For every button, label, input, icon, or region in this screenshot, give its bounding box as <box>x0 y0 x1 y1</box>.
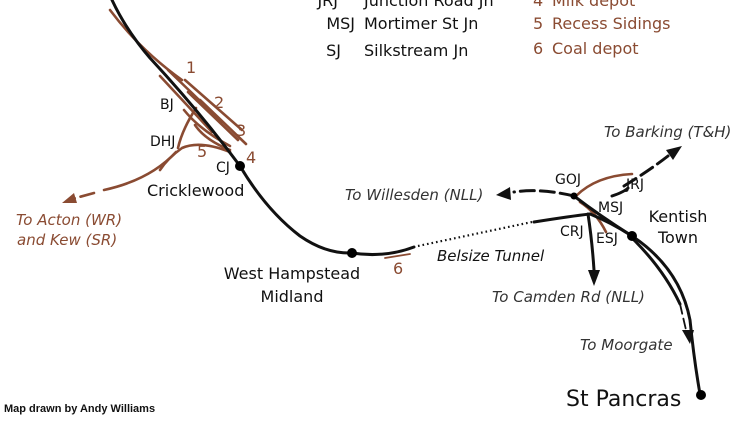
willesden-line <box>512 189 576 198</box>
legend-siding-name-5: Recess Sidings <box>552 14 670 33</box>
station-cricklewood: Cricklewood <box>147 181 244 200</box>
goj-dot <box>570 192 578 200</box>
siding-1 <box>158 74 214 134</box>
moorgate-line <box>632 238 682 306</box>
siding-number-6: 6 <box>393 259 403 278</box>
acton-arrow-icon <box>62 193 77 203</box>
legend-siding-name-4: Milk depot <box>552 0 635 10</box>
junction-msj: MSJ <box>598 200 623 216</box>
brown-line-north <box>108 8 184 82</box>
siding-4 <box>198 98 248 146</box>
junction-bj: BJ <box>160 97 174 113</box>
junction-cj: CJ <box>216 160 230 176</box>
legend-code-jrj: JRJ <box>316 0 338 10</box>
junction-crj: CRJ <box>560 224 584 240</box>
belsize-tunnel-line <box>417 220 533 248</box>
main-lines <box>110 0 702 396</box>
moorgate-line-dash <box>679 303 687 331</box>
legend-code-msj: MSJ <box>326 14 355 33</box>
station-dots <box>235 161 706 400</box>
legend-siding-num-5: 5 <box>533 14 543 33</box>
siding-number-1: 1 <box>186 58 196 77</box>
acton-line <box>102 150 178 192</box>
goj-jrj-curve <box>574 172 634 198</box>
legend-siding-num-4: 4 <box>533 0 543 10</box>
barking-arrow-icon <box>666 146 682 160</box>
siding-bj <box>182 108 232 148</box>
station-labels: Cricklewood West Hampstead Midland Kenti… <box>147 181 707 412</box>
camden-arrow-icon <box>588 270 600 286</box>
legend-name-sj: Silkstream Jn <box>364 41 468 60</box>
dhj-curve-north <box>176 106 198 150</box>
barking-line <box>622 154 670 188</box>
dest-willesden: To Willesden (NLL) <box>345 186 483 204</box>
destination-labels: To Barking (T&H) To Willesden (NLL) To A… <box>16 123 731 354</box>
moorgate-arrow-icon <box>682 330 694 344</box>
midland-main-cricklewood-whm <box>238 164 354 255</box>
station-west-hampstead-sub: Midland <box>261 287 324 306</box>
station-kentish: Kentish <box>649 207 708 226</box>
legend-name-jrj: Junction Road Jn <box>363 0 494 10</box>
kentish-town-dot <box>627 231 637 241</box>
junction-goj: GOJ <box>555 172 581 188</box>
siding-number-2: 2 <box>214 93 224 112</box>
junction-dhj: DHJ <box>150 134 175 150</box>
willesden-arrow-icon <box>496 187 511 200</box>
siding-6 <box>384 253 411 259</box>
midland-main-whm-tunnel <box>350 245 416 256</box>
dest-moorgate: To Moorgate <box>580 336 673 354</box>
junction-esj: ESJ <box>596 231 618 247</box>
dest-barking: To Barking (T&H) <box>604 123 731 141</box>
junction-jrj: JRJ <box>625 177 644 193</box>
jrj-spur <box>610 186 630 198</box>
station-st-pancras: St Pancras <box>566 387 681 412</box>
legend-code-sj: SJ <box>326 41 341 60</box>
kentish-stpancras-line <box>630 234 702 396</box>
st-pancras-dot <box>696 390 706 400</box>
legend-name-msj: Mortimer St Jn <box>364 14 478 33</box>
siding-3 <box>186 90 240 142</box>
station-west-hampstead: West Hampstead <box>224 264 360 283</box>
siding-number-5: 5 <box>197 142 207 161</box>
tunnel-label: Belsize Tunnel <box>437 247 545 265</box>
legend: JRJ Junction Road Jn MSJ Mortimer St Jn … <box>316 0 670 60</box>
legend-siding-name-6: Coal depot <box>552 39 639 58</box>
camden-line <box>586 212 596 272</box>
dest-acton: To Acton (WR) <box>16 211 122 229</box>
main-tunnel-crj <box>532 212 592 224</box>
acton-line-dash <box>70 191 96 201</box>
cricklewood-dot <box>235 161 245 171</box>
dest-acton-kew: and Kew (SR) <box>17 231 117 249</box>
siding-3b <box>183 78 244 132</box>
connection-lines <box>62 8 634 259</box>
siding-numbers: 1 2 3 4 5 6 <box>186 58 403 278</box>
map-credit: Map drawn by Andy Williams <box>4 403 156 415</box>
junction-labels: BJ DHJ CJ GOJ JRJ MSJ CRJ ESJ <box>150 97 644 247</box>
midland-main-north <box>110 0 242 168</box>
legend-siding-num-6: 6 <box>533 39 543 58</box>
siding-number-3: 3 <box>236 121 246 140</box>
siding-number-4: 4 <box>246 148 256 167</box>
west-hampstead-dot <box>347 248 357 258</box>
station-kentish-town: Town <box>657 228 698 247</box>
dest-camden: To Camden Rd (NLL) <box>492 288 645 306</box>
